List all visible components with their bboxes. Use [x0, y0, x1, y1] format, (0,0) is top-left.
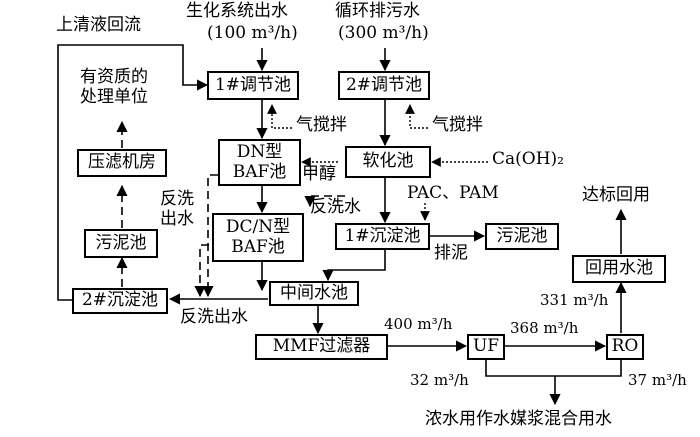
sedimentation-tank-2: 2#沉淀池: [72, 288, 168, 314]
methanol-label: 甲醇: [302, 164, 336, 184]
air-line-2: [405, 104, 428, 129]
backwash-water-label: 反洗水: [310, 197, 361, 217]
source-circ-flow: (300 m³/h): [338, 23, 429, 43]
backwash-outflow-label-2: 反洗出水: [180, 307, 248, 327]
flow-400-label: 400 m³/h: [384, 315, 453, 333]
ro-unit: RO: [606, 334, 644, 360]
sludge-discharge-label: 排泥: [434, 243, 468, 263]
backwash-water-line: [304, 195, 345, 208]
concentrate-use-label: 浓水用作水媒浆混合用水: [425, 409, 612, 429]
sludge-tank-left: 污泥池: [84, 229, 158, 258]
air-stirring-label-1: 气搅拌: [296, 115, 347, 135]
reuse-water-tank: 回用水池: [572, 255, 666, 283]
intermediate-tank: 中间水池: [269, 281, 359, 306]
source-circ-blowdown: 循环排污水: [335, 1, 420, 21]
dcn-baf-tank: DC/N型 BAF池: [212, 213, 304, 262]
air-stirring-label-2: 气搅拌: [432, 115, 483, 135]
dn-baf-tank: DN型 BAF池: [218, 139, 301, 186]
flow-37-label: 37 m³/h: [628, 371, 687, 389]
reuse-standard-label: 达标回用: [582, 185, 650, 205]
caoh2-label: Ca(OH)₂: [492, 149, 564, 169]
uf-unit: UF: [467, 334, 505, 360]
sludge-tank-right: 污泥池: [485, 223, 559, 250]
line-uf-concentrate: [485, 360, 622, 377]
backwash-out-dnbaf: [202, 174, 218, 298]
recycle-line: [57, 44, 209, 301]
air-line-1: [267, 104, 292, 129]
pac-pam-label: PAC、PAM: [407, 183, 499, 203]
recycle-supernatant-label: 上清液回流: [56, 15, 141, 35]
flow-331-label: 331 m³/h: [540, 291, 609, 309]
arrow-sed1-to-intermediate: [322, 250, 386, 282]
qualified-unit-label: 有资质的 处理单位: [80, 67, 148, 107]
source-bio-flow: (100 m³/h): [207, 23, 298, 43]
equalization-tank-1: 1#调节池: [207, 71, 299, 100]
filter-press-room: 压滤机房: [77, 149, 167, 177]
flow-32-label: 32 m³/h: [410, 371, 469, 389]
backwash-outflow-label-1: 反洗 出水: [160, 189, 194, 229]
softening-tank: 软化池: [345, 146, 431, 178]
equalization-tank-2: 2#调节池: [338, 71, 430, 100]
sedimentation-tank-1: 1#沉淀池: [335, 223, 430, 250]
mmf-filter: MMF过滤器: [255, 334, 388, 360]
source-bio-effluent: 生化系统出水: [186, 1, 288, 21]
flow-368-label: 368 m³/h: [510, 319, 579, 337]
